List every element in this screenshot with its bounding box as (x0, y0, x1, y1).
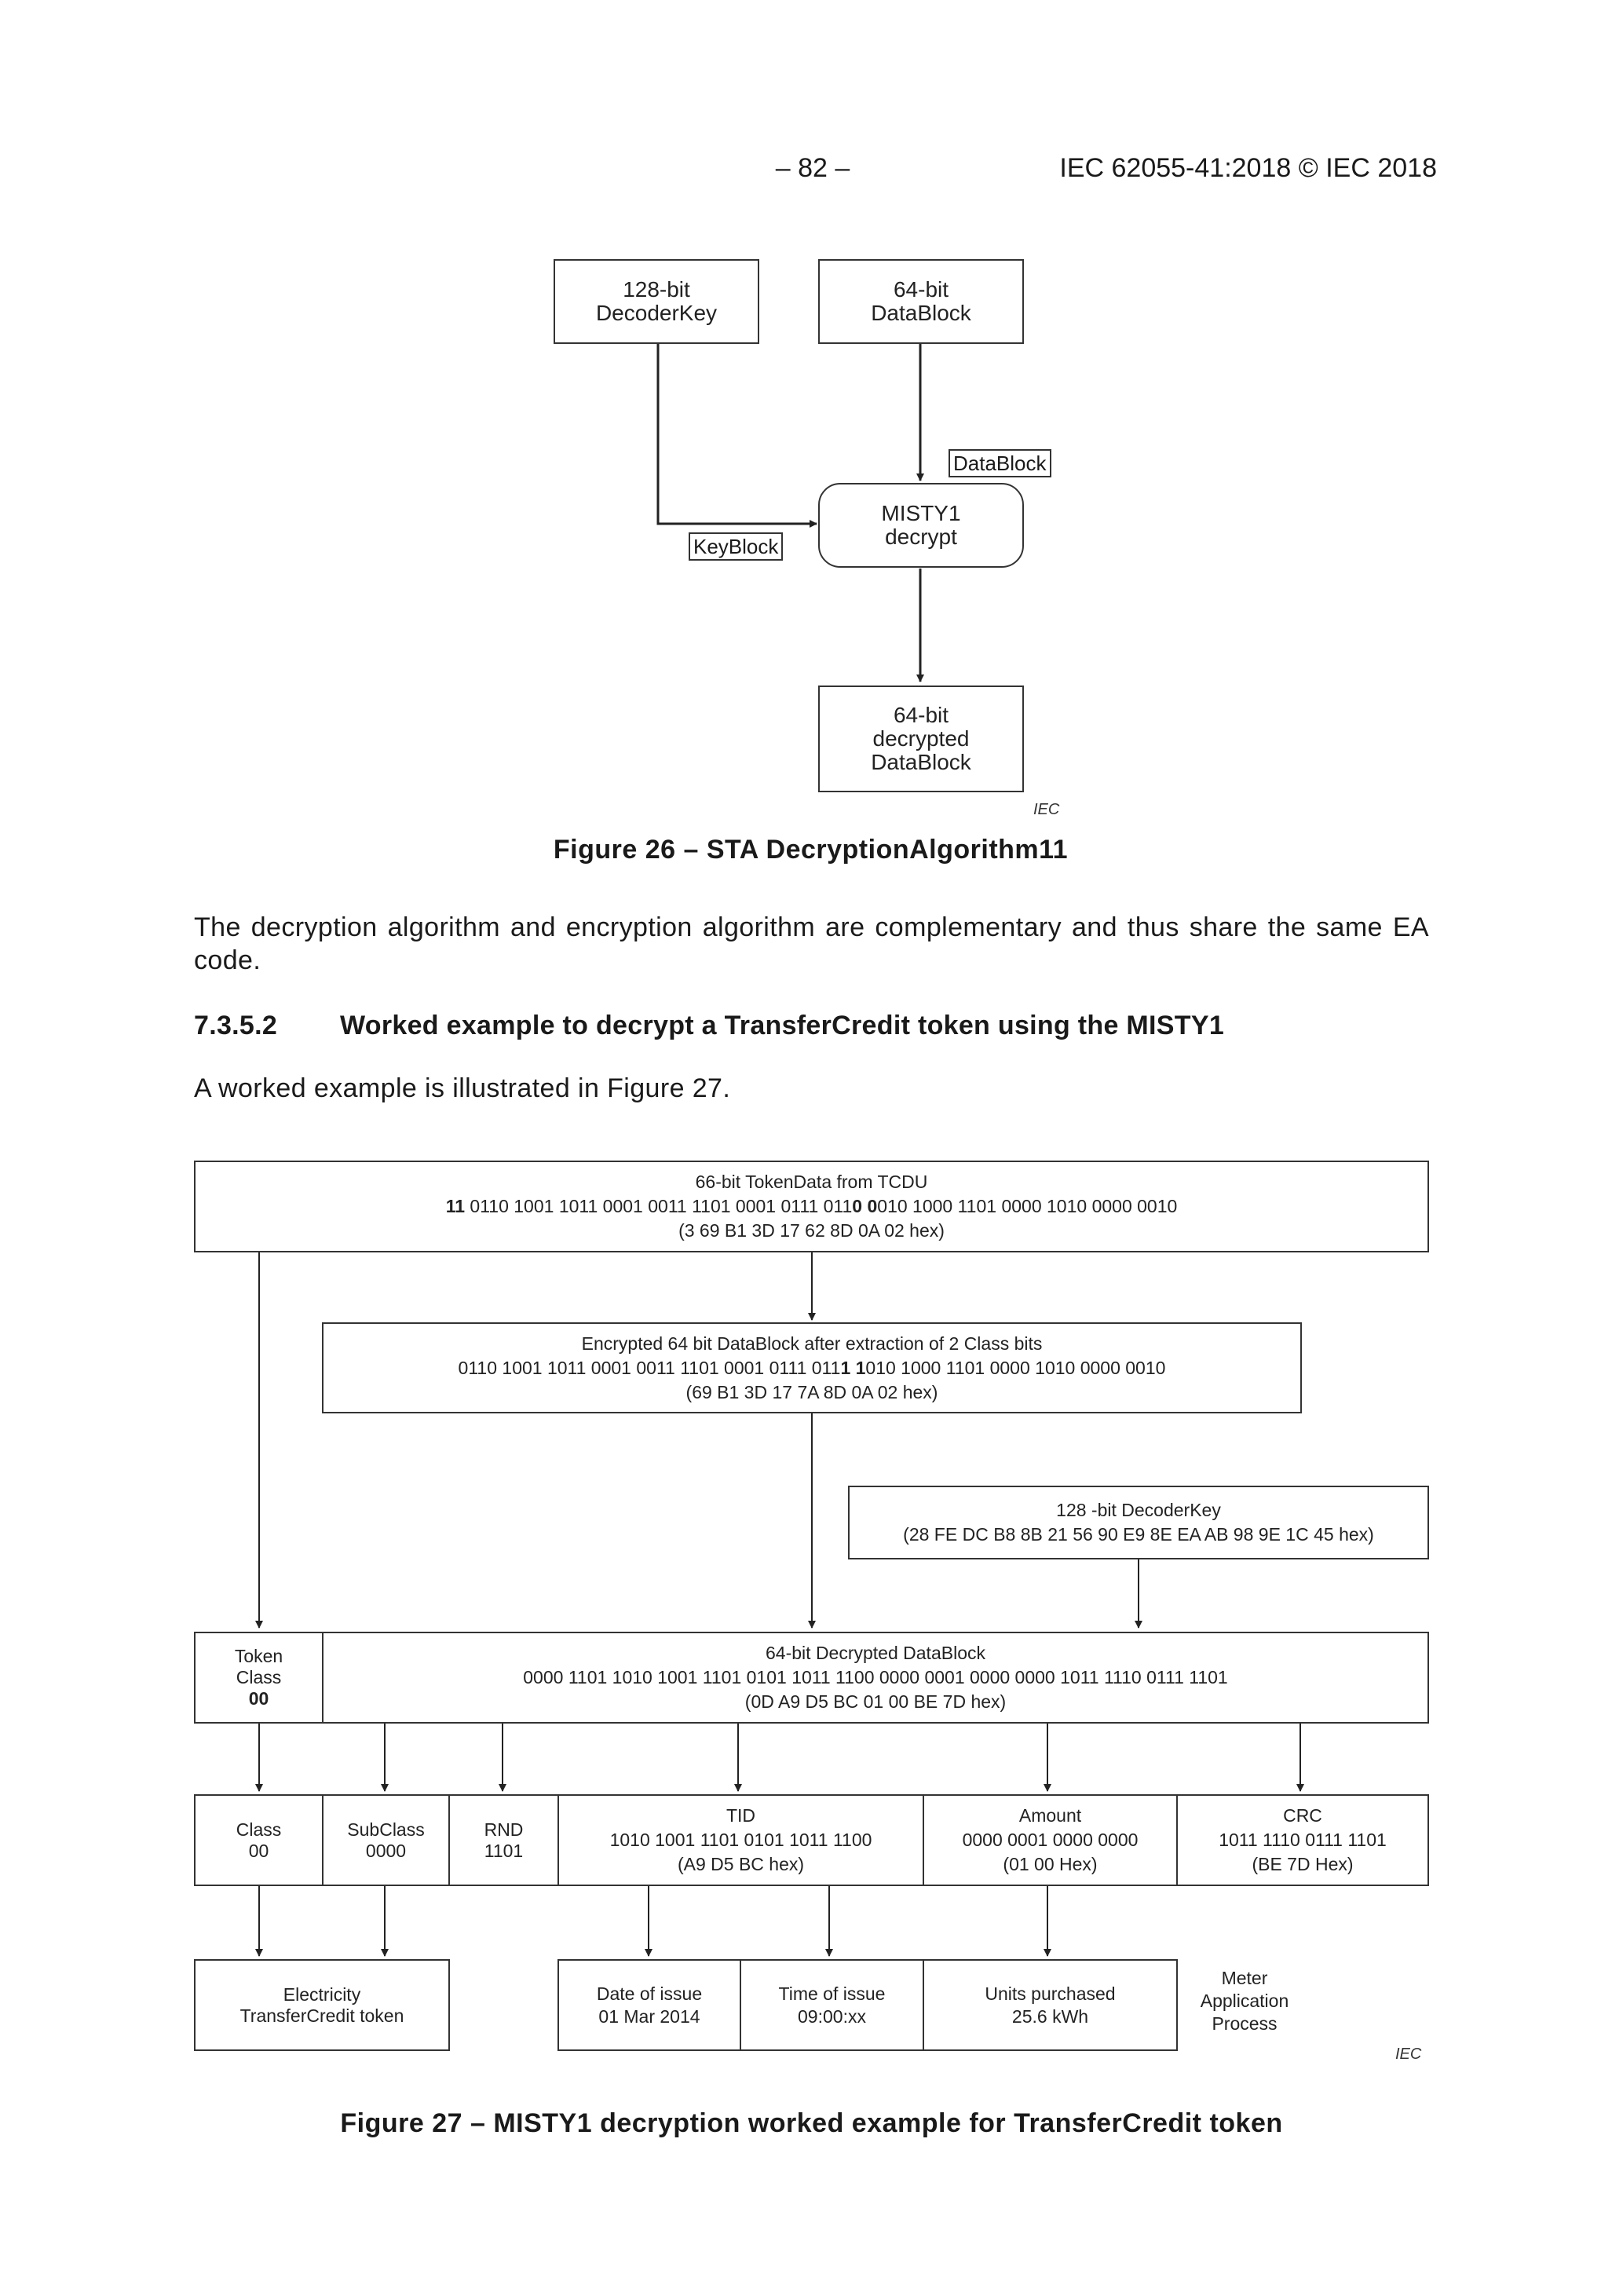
output-time-of-issue-box: Time of issue 09:00:xx (740, 1959, 924, 2051)
encrypted-bits: 0110 1001 1011 0001 0011 1101 0001 0111 … (459, 1356, 1166, 1380)
page-number: – 82 – (775, 153, 850, 183)
meter-process-line-3: Process (1212, 2013, 1278, 2034)
datablock-label: DataBlock (949, 449, 1051, 477)
field-subclass-box: SubClass 0000 (322, 1794, 450, 1886)
decrypted-hex: (0D A9 D5 BC 01 00 BE 7D hex) (744, 1691, 1007, 1712)
meter-process-line-2: Application (1200, 1991, 1289, 2011)
output-electricity-token-box: Electricity TransferCredit token (194, 1959, 450, 2051)
token-class-line-1: Token (234, 1646, 283, 1666)
decoderkey-128-box: 128 -bit DecoderKey (28 FE DC B8 8B 21 5… (848, 1486, 1429, 1559)
section-number: 7.3.5.2 (194, 1011, 278, 1040)
field-crc-bits: 1011 1110 0111 1101 (1219, 1830, 1387, 1850)
section-title: Worked example to decrypt a TransferCred… (340, 1011, 1225, 1040)
field-tid-hex: (A9 D5 BC hex) (677, 1854, 805, 1874)
figure-26-caption: Figure 26 – STA DecryptionAlgorithm11 (553, 835, 1069, 865)
decoder-key-line-1: 128-bit (623, 277, 690, 302)
token-class-line-2: Class (236, 1667, 282, 1687)
tokendata-box: 66-bit TokenData from TCDU 11 0110 1001 … (194, 1161, 1429, 1252)
bits-part-e: 010 1000 1101 0000 1010 0000 0010 (877, 1196, 1178, 1216)
bits-part-b: 0 (852, 1196, 863, 1216)
field-amount-bits: 0000 0001 0000 0000 (962, 1830, 1139, 1850)
encrypted-hex: (69 B1 3D 17 7A 8D 0A 02 hex) (685, 1381, 938, 1402)
encrypted-title: Encrypted 64 bit DataBlock after extract… (581, 1333, 1043, 1354)
class-bits: 11 (445, 1196, 466, 1216)
field-crc-box: CRC 1011 1110 0111 1101 (BE 7D Hex) (1176, 1794, 1429, 1886)
enc-bits-a: 0110 1001 1011 0001 0011 1101 0001 0111 … (458, 1357, 831, 1378)
output-date-value: 01 Mar 2014 (598, 2005, 700, 2027)
meter-application-process-label: Meter Application Process (1182, 1967, 1307, 2035)
decoder-key-line-2: DecoderKey (595, 301, 718, 325)
iec-mark-fig27: IEC (1395, 2046, 1422, 2063)
field-amount-hex: (01 00 Hex) (1003, 1854, 1098, 1874)
output-units-purchased-box: Units purchased 25.6 kWh (923, 1959, 1178, 2051)
bits-part-a: 0110 1001 1011 0001 0011 1101 0001 0111 … (465, 1196, 853, 1216)
field-amount-box: Amount 0000 0001 0000 0000 (01 00 Hex) (923, 1794, 1178, 1886)
field-rnd-label: RND (484, 1819, 524, 1840)
field-subclass-label: SubClass (347, 1819, 425, 1840)
field-crc-hex: (BE 7D Hex) (1252, 1854, 1354, 1874)
enc-bits-b: 1 (830, 1357, 841, 1378)
field-class-box: Class 00 (194, 1794, 324, 1886)
tokendata-title: 66-bit TokenData from TCDU (695, 1172, 928, 1192)
output-electricity-line-2: TransferCredit token (239, 2005, 404, 2026)
output-units-label: Units purchased (985, 1983, 1116, 2004)
output-line-1: 64-bit (893, 703, 949, 727)
data-block-box: 64-bit DataBlock (818, 259, 1024, 344)
decrypted-bits: 0000 1101 1010 1001 1101 0101 1011 1100 … (523, 1667, 1228, 1687)
keyblock-label: KeyBlock (689, 532, 784, 561)
decrypted-output-box: 64-bit decrypted DataBlock (818, 686, 1024, 792)
misty1-line-1: MISTY1 (881, 501, 961, 525)
field-rnd-box: RND 1101 (448, 1794, 559, 1886)
output-date-label: Date of issue (596, 1983, 703, 2004)
field-tid-bits: 1010 1001 1101 0101 1011 1100 (609, 1830, 872, 1850)
output-electricity-line-1: Electricity (283, 1983, 361, 2005)
tokendata-hex: (3 69 B1 3D 17 62 8D 0A 02 hex) (678, 1220, 945, 1241)
meter-process-line-1: Meter (1221, 1968, 1268, 1988)
bits-part-d: 0 (867, 1196, 878, 1216)
misty1-decrypt-process: MISTY1 decrypt (818, 483, 1024, 568)
decrypted-title: 64-bit Decrypted DataBlock (766, 1643, 985, 1663)
misty1-line-2: decrypt (885, 525, 957, 549)
data-block-line-1: 64-bit (893, 277, 949, 302)
decoderkey-hex: (28 FE DC B8 8B 21 56 90 E9 8E EA AB 98 … (903, 1524, 1374, 1545)
figure-27-caption: Figure 27 – MISTY1 decryption worked exa… (340, 2108, 1283, 2138)
enc-bits-e: 1 (855, 1357, 866, 1378)
field-subclass-value: 0000 (365, 1840, 407, 1861)
output-line-3: DataBlock (871, 750, 971, 774)
token-class-box: Token Class 00 (194, 1632, 324, 1724)
paragraph-decryption: The decryption algorithm and encryption … (194, 912, 1429, 975)
field-crc-label: CRC (1283, 1805, 1322, 1826)
data-block-line-2: DataBlock (871, 301, 971, 325)
field-class-label: Class (236, 1819, 282, 1840)
field-rnd-value: 1101 (484, 1840, 524, 1861)
standard-reference: IEC 62055-41:2018 © IEC 2018 (1059, 153, 1437, 183)
intro-text: A worked example is illustrated in Figur… (194, 1073, 731, 1103)
output-date-of-issue-box: Date of issue 01 Mar 2014 (557, 1959, 741, 2051)
output-units-value: 25.6 kWh (1011, 2005, 1089, 2027)
field-amount-label: Amount (1018, 1805, 1082, 1826)
output-line-2: decrypted (872, 726, 970, 751)
output-time-value: 09:00:xx (798, 2005, 866, 2027)
encrypted-datablock-box: Encrypted 64 bit DataBlock after extract… (322, 1322, 1302, 1413)
output-time-label: Time of issue (778, 1983, 886, 2004)
iec-mark-fig26: IEC (1033, 801, 1060, 818)
field-class-value: 00 (248, 1840, 269, 1861)
decoder-key-box: 128-bit DecoderKey (554, 259, 759, 344)
token-class-value: 00 (248, 1688, 269, 1709)
tokendata-bits: 11 0110 1001 1011 0001 0011 1101 0001 01… (446, 1194, 1178, 1219)
enc-bits-c: 1 (840, 1357, 851, 1378)
decrypted-datablock-box: 64-bit Decrypted DataBlock 0000 1101 101… (322, 1632, 1429, 1724)
decoderkey-title: 128 -bit DecoderKey (1056, 1500, 1221, 1520)
field-tid-box: TID 1010 1001 1101 0101 1011 1100 (A9 D5… (557, 1794, 924, 1886)
field-tid-label: TID (726, 1805, 756, 1826)
enc-bits-f: 010 1000 1101 0000 1010 0000 0010 (865, 1357, 1166, 1378)
